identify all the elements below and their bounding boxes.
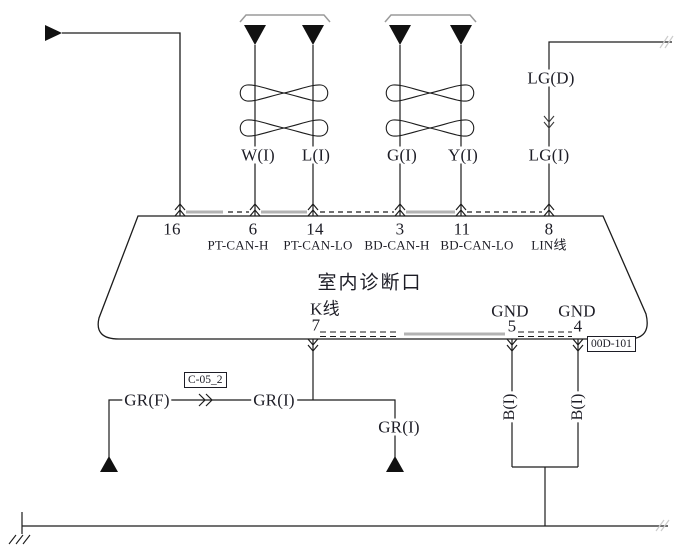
pt-can-twisted-pair xyxy=(239,14,331,216)
down-arrow-icon xyxy=(450,25,472,45)
wire-color-label: G(I) xyxy=(384,145,420,165)
up-arrow-icon xyxy=(100,456,118,472)
twisted-pair-icon xyxy=(239,84,329,102)
ground-icon xyxy=(8,512,31,545)
wire-color-label: W(I) xyxy=(239,145,277,165)
bd-can-twisted-pair xyxy=(384,14,477,216)
pin-number: 14 xyxy=(306,219,324,239)
down-arrow-icon xyxy=(244,25,266,45)
pin-signal-name: GND xyxy=(558,301,596,321)
pin-number: 8 xyxy=(544,219,554,239)
left-feed-arrow-icon xyxy=(45,25,181,216)
lin-wire xyxy=(543,35,674,216)
wire-continuation-mark-icon xyxy=(659,35,674,49)
pin-number: 7 xyxy=(311,315,321,335)
pin-signal-name: GND xyxy=(491,301,529,321)
up-arrow-icon xyxy=(386,456,404,472)
ground-bus xyxy=(8,512,670,545)
inline-connector-ref-box: C-05_2 xyxy=(184,372,227,388)
pin-signal-name: BD-CAN-H xyxy=(364,237,430,253)
pair-bracket-icon xyxy=(239,14,331,23)
wire-color-label: GR(F) xyxy=(122,390,172,410)
pin-number: 6 xyxy=(248,219,258,239)
inline-connector-chevron-icon xyxy=(543,115,555,129)
pin-signal-name: PT-CAN-LO xyxy=(283,237,353,253)
ground-wires xyxy=(511,339,579,526)
bottom-edge-shield-marks xyxy=(307,331,584,352)
top-edge-shield-marks xyxy=(174,203,555,217)
connector-title: 室内诊断口 xyxy=(317,272,423,294)
pin-number: 16 xyxy=(163,219,181,239)
ground-ref-box: 00D-101 xyxy=(587,336,636,352)
wire-color-label: LG(I) xyxy=(526,145,572,165)
wire-color-label: B(I) xyxy=(501,391,518,423)
twisted-pair-icon xyxy=(239,119,329,137)
pin-number: 11 xyxy=(453,219,471,239)
down-arrow-icon xyxy=(302,25,324,45)
pair-bracket-icon xyxy=(384,14,477,23)
wire-continuation-mark-icon xyxy=(655,519,670,532)
wire-color-label: L(I) xyxy=(299,145,333,165)
pin-signal-name: LIN线 xyxy=(531,237,567,253)
wire-color-label: GR(I) xyxy=(376,417,422,437)
pin-number: 5 xyxy=(507,316,517,336)
pin-number: 4 xyxy=(573,316,583,336)
wire-color-label: LG(D) xyxy=(525,68,577,88)
down-arrow-icon xyxy=(389,25,411,45)
pin-signal-name: K线 xyxy=(310,299,340,319)
pin-number: 3 xyxy=(395,219,405,239)
wire-color-label: Y(I) xyxy=(445,145,481,165)
pin-signal-name: BD-CAN-LO xyxy=(440,237,514,253)
wire-color-label: GR(I) xyxy=(251,390,297,410)
pin-signal-name: PT-CAN-H xyxy=(207,237,269,253)
wire-color-label: B(I) xyxy=(569,391,586,423)
inline-connector-chevron-icon xyxy=(198,393,213,407)
